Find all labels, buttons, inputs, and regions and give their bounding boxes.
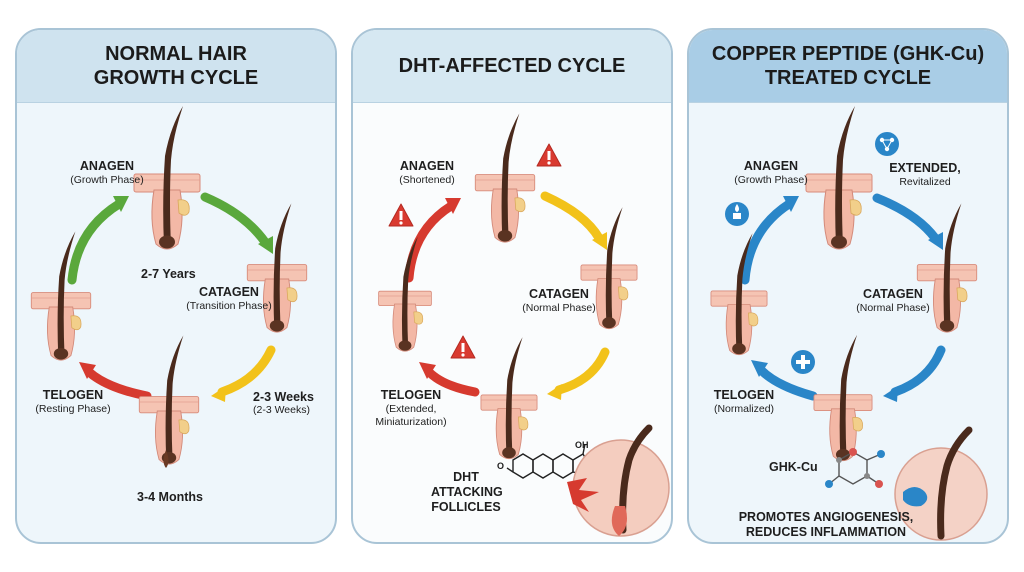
telogen-label: TELOGEN (Resting Phase) bbox=[35, 388, 111, 415]
catagen-duration: 2-3 Weeks bbox=[253, 390, 314, 404]
panel-title-line1: NORMAL HAIR bbox=[105, 43, 247, 65]
warning-icon bbox=[388, 203, 414, 227]
dropper-icon bbox=[725, 202, 749, 226]
telogen-label: TELOGEN (Normalized) bbox=[713, 388, 775, 415]
anagen-duration: 2-7 Years bbox=[141, 267, 196, 281]
ghk-cu-molecule-icon bbox=[825, 448, 885, 488]
ghk-cu-cycle-panel: COPPER PEPTIDE (GHK-Cu) TREATED CYCLE bbox=[687, 28, 1009, 544]
catagen-duration-note: (2-3 Weeks) bbox=[253, 404, 310, 416]
ghk-cu-label: GHK-Cu bbox=[769, 460, 818, 474]
red-arrow bbox=[79, 362, 152, 401]
warning-icon bbox=[536, 143, 562, 167]
telogen-duration: 3-4 Months bbox=[137, 490, 203, 504]
plus-icon bbox=[791, 350, 815, 374]
blue-arrow bbox=[740, 193, 946, 401]
network-icon bbox=[875, 132, 899, 156]
catagen-label: CATAGEN (Transition Phase) bbox=[186, 285, 272, 312]
hair-follicle-icon bbox=[138, 334, 200, 465]
hair-follicle-icon bbox=[937, 426, 973, 540]
hair-follicle-icon bbox=[480, 336, 538, 460]
oh-label: OH bbox=[575, 440, 589, 450]
dht-label: DHT ATTACKING FOLLICLES bbox=[431, 470, 503, 514]
red-arrow bbox=[419, 362, 480, 397]
follicle-bulb-icon bbox=[611, 506, 627, 536]
anagen-label: ANAGEN (Shortened) bbox=[399, 159, 455, 186]
hair-follicle-icon bbox=[474, 112, 536, 243]
normal-cycle-panel: NORMAL HAIR GROWTH CYCLE ANAGEN (Growth … bbox=[15, 28, 337, 544]
extended-label: EXTENDED, Revitalized bbox=[889, 161, 961, 188]
red-arrow bbox=[404, 198, 461, 283]
o-label: O bbox=[497, 461, 505, 471]
hair-follicle-icon bbox=[813, 334, 873, 462]
panel-title-line2: GROWTH CYCLE bbox=[93, 67, 259, 89]
hair-follicle-icon bbox=[378, 236, 432, 352]
panel-title-line1: COPPER PEPTIDE (GHK-Cu) bbox=[711, 43, 985, 65]
copper-peptide-blob-icon bbox=[903, 487, 928, 507]
panel-title: DHT-AFFECTED CYCLE bbox=[398, 55, 626, 77]
yellow-arrow bbox=[211, 345, 276, 402]
panel-title-line2: TREATED CYCLE bbox=[764, 67, 932, 89]
panel-header bbox=[17, 30, 335, 103]
green-arrow bbox=[67, 192, 273, 285]
panel-header bbox=[353, 30, 671, 103]
warning-icon bbox=[450, 335, 476, 359]
panel-header bbox=[689, 30, 1007, 103]
dht-cycle-panel: DHT-AFFECTED CYCLE bbox=[351, 28, 673, 544]
anagen-label: ANAGEN (Growth Phase) bbox=[70, 159, 144, 186]
catagen-label: CATAGEN (Normal Phase) bbox=[522, 287, 596, 314]
dht-attack-burst-icon bbox=[567, 478, 599, 512]
anagen-label: ANAGEN (Growth Phase) bbox=[734, 159, 808, 186]
blue-arrowheads bbox=[751, 196, 943, 402]
shed-hair-icon bbox=[163, 450, 169, 468]
telogen-label: TELOGEN (Extended, Miniaturization) bbox=[375, 388, 447, 428]
catagen-label: CATAGEN (Normal Phase) bbox=[856, 287, 930, 314]
benefits-label: PROMOTES ANGIOGENESIS, REDUCES INFLAMMAT… bbox=[738, 510, 914, 539]
yellow-arrow bbox=[540, 191, 610, 400]
hair-follicle-icon bbox=[710, 232, 768, 356]
